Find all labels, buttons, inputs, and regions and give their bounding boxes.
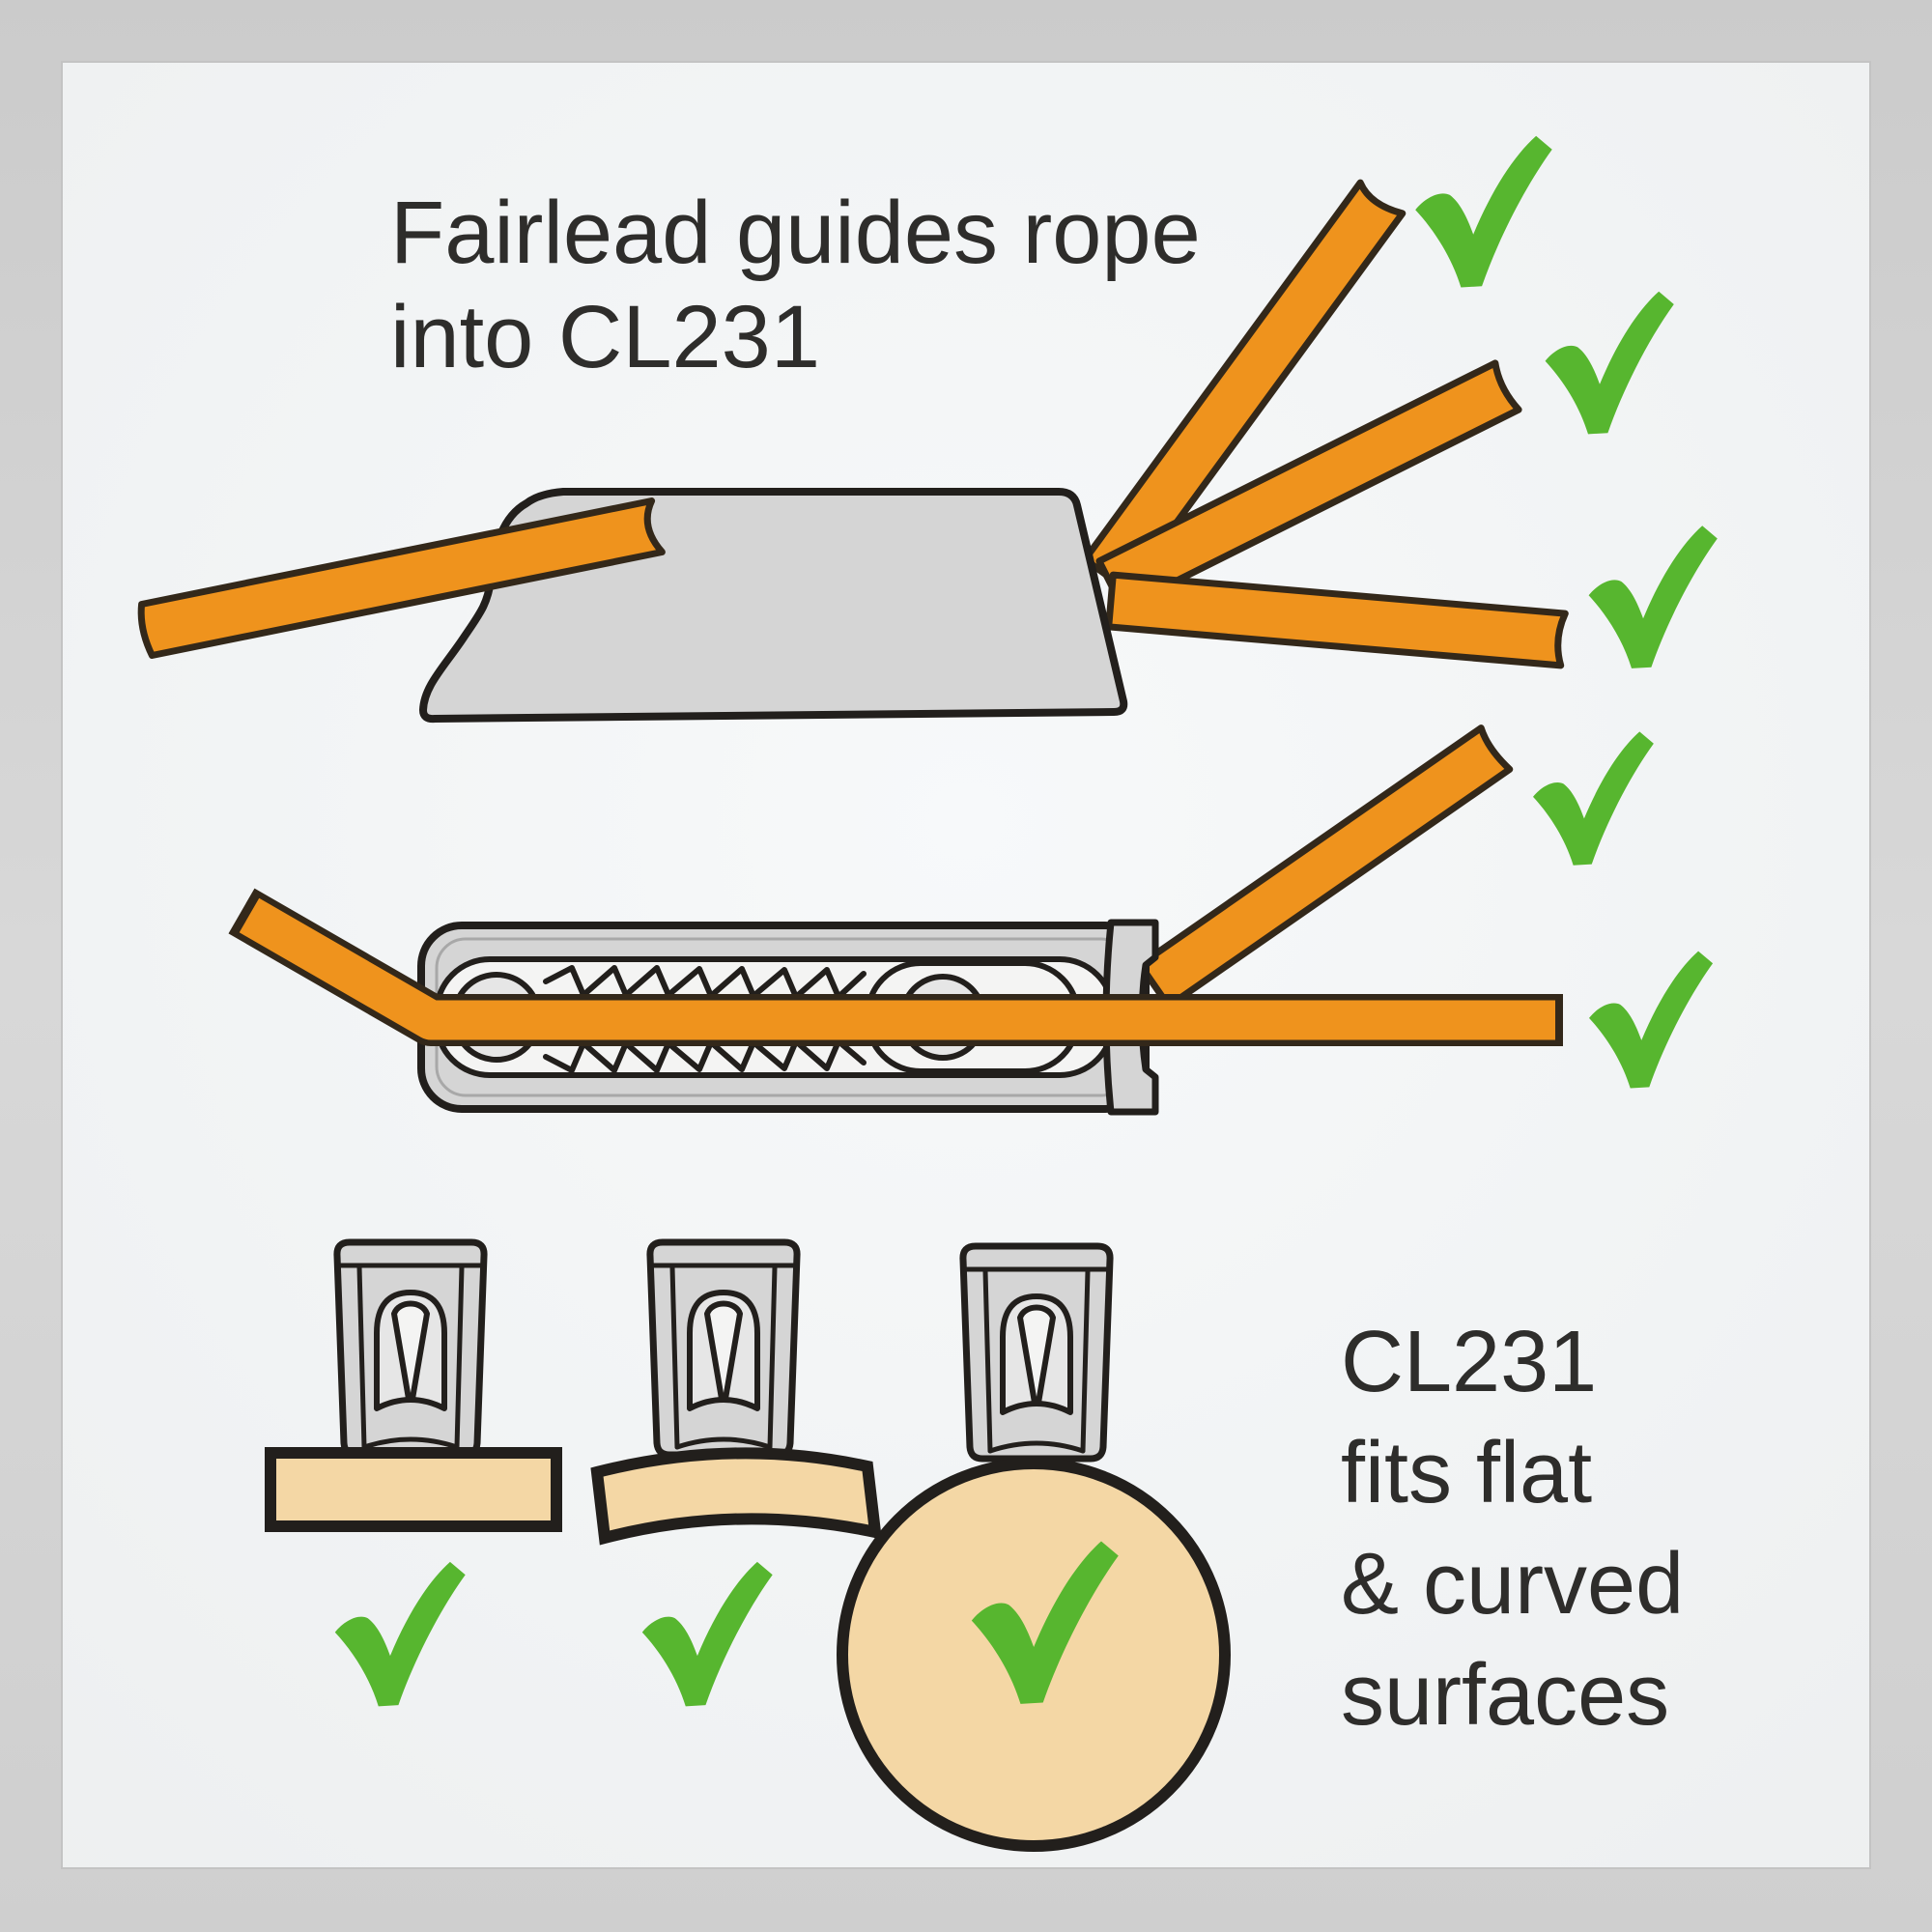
title-line-1: Fairlead guides rope [390,184,1201,282]
title-block: Fairlead guides rope into CL231 [390,184,1201,386]
side-view-diagram [137,135,1718,724]
caption-line-3: & curved [1341,1536,1684,1633]
cleat-end-view-round [963,1246,1110,1459]
curved-surface-board [590,1447,882,1546]
caption-line-2: fits flat [1341,1425,1592,1521]
exit-rope-mid [1095,359,1522,611]
cleat-end-view-flat [337,1242,484,1455]
exit-rope-low [1105,571,1569,669]
cleat-end-view-curved [650,1242,797,1455]
title-line-2: into CL231 [390,288,820,386]
cam-teeth-lower [543,1038,867,1073]
caption-line-1: CL231 [1341,1314,1597,1410]
caption-block: CL231 fits flat & curved surfaces [1341,1314,1684,1744]
flat-surface-board [265,1447,562,1532]
exit-rope-angled [1136,724,1514,1009]
caption-line-4: surfaces [1341,1647,1669,1744]
cam-teeth-upper [543,965,867,1000]
top-view-diagram [228,724,1714,1116]
entry-rope-side-view [137,497,666,659]
surface-mount-diagram: CL231 fits flat & curved surfaces [265,1242,1684,1852]
exit-rope-steep [1081,179,1406,594]
threaded-rope [239,897,1555,1040]
